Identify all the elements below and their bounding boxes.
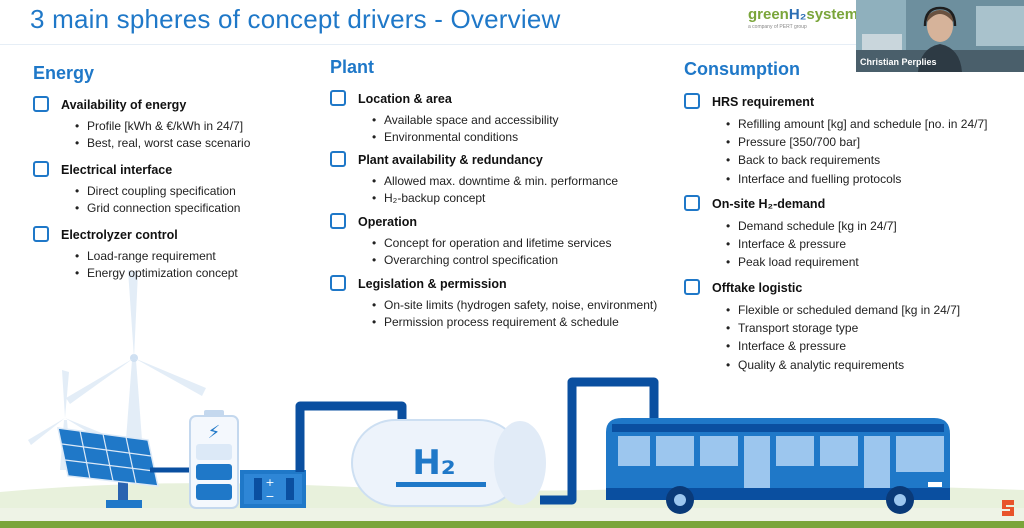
battery-bolt-icon: ⚡	[208, 422, 221, 443]
bullet-text: Concept for operation and lifetime servi…	[372, 235, 611, 252]
plant-item-bullets: On-site limits (hydrogen safety, noise, …	[372, 297, 657, 331]
slide-title: 3 main spheres of concept drivers - Over…	[30, 4, 561, 34]
plant-item-operation: Operation Concept for operation and life…	[330, 211, 670, 269]
hydrogen-pipe-2	[540, 377, 659, 505]
logo-text-green: green	[748, 6, 789, 23]
plant-item-bullets: Available space and accessibility Enviro…	[372, 112, 559, 146]
hydrogen-tank: H₂	[351, 419, 546, 507]
bullet-text: Refilling amount [kg] and schedule [no. …	[726, 115, 988, 133]
plant-item-title: Legislation & permission	[358, 277, 507, 291]
electrolyzer-minus-symbol: −	[265, 490, 274, 503]
heading-plant: Plant	[330, 57, 375, 77]
consumption-item-bullets: Flexible or scheduled demand [kg in 24/7…	[726, 301, 960, 374]
bullet-text: Load-range requirement	[75, 248, 238, 265]
bullet-text: Allowed max. downtime & min. performance	[372, 173, 618, 190]
checkbox-electrical-interface[interactable]	[33, 161, 49, 177]
bullet-text: Transport storage type	[726, 319, 960, 337]
person-silhouette	[918, 44, 962, 72]
plant-item-title: Plant availability & redundancy	[358, 153, 543, 167]
bullet-text: Interface and fuelling protocols	[726, 170, 988, 188]
checkbox-hrs-requirement[interactable]	[684, 93, 700, 109]
webcam-scene	[856, 0, 1024, 72]
logo-text-h2: H₂	[788, 6, 807, 23]
bullet-text: Interface & pressure	[726, 235, 897, 253]
bullet-text: Available space and accessibility	[372, 112, 559, 129]
bullet-text: Back to back requirements	[726, 151, 988, 169]
plant-item-title: Location & area	[358, 92, 452, 106]
checkbox-plant-availability[interactable]	[330, 151, 346, 167]
plant-item-availability-redundancy: Plant availability & redundancy Allowed …	[330, 149, 670, 207]
logo-text-system: system	[806, 6, 859, 23]
webcam-video-feed[interactable]	[856, 0, 1024, 72]
plant-item-bullets: Allowed max. downtime & min. performance…	[372, 173, 618, 207]
consumption-item-offtake: Offtake logistic Flexible or scheduled d…	[684, 277, 1014, 374]
consumption-item-title: On-site H₂-demand	[712, 197, 826, 211]
bullet-text: Permission process requirement & schedul…	[372, 314, 657, 331]
energy-item-availability: Availability of energy Profile [kWh & €/…	[33, 94, 293, 154]
energy-item-bullets: Direct coupling specification Grid conne…	[75, 183, 240, 217]
consumption-item-title: Offtake logistic	[712, 281, 803, 295]
consumption-item-bullets: Demand schedule [kg in 24/7] Interface &…	[726, 217, 897, 272]
bullet-text: Environmental conditions	[372, 129, 559, 146]
plant-item-legislation: Legislation & permission On-site limits …	[330, 273, 670, 331]
heading-energy: Energy	[33, 63, 95, 83]
consumption-item-onsite-demand: On-site H₂-demand Demand schedule [kg in…	[684, 193, 1014, 272]
energy-item-electrical-interface: Electrical interface Direct coupling spe…	[33, 159, 293, 219]
title-divider	[0, 44, 1024, 45]
electrolyzer-plus-symbol: +	[265, 476, 274, 489]
bullet-text: Quality & analytic requirements	[726, 356, 960, 374]
bullet-text: H₂-backup concept	[372, 190, 618, 207]
logo-wordmark: greenH₂system	[748, 6, 859, 23]
consumption-item-title: HRS requirement	[712, 95, 815, 109]
solar-panel	[57, 427, 159, 508]
plant-item-title: Operation	[358, 215, 418, 229]
checkbox-location-area[interactable]	[330, 90, 346, 106]
checkbox-onsite-h2-demand[interactable]	[684, 195, 700, 211]
checkbox-operation[interactable]	[330, 213, 346, 229]
headset-icon	[923, 6, 957, 27]
plant-item-location: Location & area Available space and acce…	[330, 88, 670, 146]
bullet-text: Energy optimization concept	[75, 265, 238, 282]
bullet-text: Profile [kWh & €/kWh in 24/7]	[75, 118, 250, 135]
battery: ⚡	[189, 410, 239, 509]
bullet-text: Peak load requirement	[726, 253, 897, 271]
bullet-text: Flexible or scheduled demand [kg in 24/7…	[726, 301, 960, 319]
bullet-text: Best, real, worst case scenario	[75, 135, 250, 152]
hydrogen-pipe-1	[295, 401, 407, 472]
energy-item-electrolyzer-control: Electrolyzer control Load-range requirem…	[33, 224, 293, 284]
plant-item-bullets: Concept for operation and lifetime servi…	[372, 235, 611, 269]
tank-h2-label: H₂	[412, 443, 455, 483]
heading-consumption: Consumption	[684, 59, 800, 79]
energy-item-title: Availability of energy	[61, 98, 187, 112]
logo-subline: a company of PERT group	[748, 24, 807, 30]
checkbox-electrolyzer-control[interactable]	[33, 226, 49, 242]
ground-line	[0, 508, 1024, 521]
checkbox-availability-of-energy[interactable]	[33, 96, 49, 112]
greenh2system-logo: greenH₂system a company of PERT group	[748, 6, 859, 36]
checkbox-legislation-permission[interactable]	[330, 275, 346, 291]
bullet-text: Demand schedule [kg in 24/7]	[726, 217, 897, 235]
wind-turbine-large	[66, 270, 206, 440]
energy-item-title: Electrolyzer control	[61, 228, 178, 242]
webcam-participant-name: Christian Perplies	[860, 57, 937, 67]
bullet-text: Grid connection specification	[75, 200, 240, 217]
bullet-text: On-site limits (hydrogen safety, noise, …	[372, 297, 657, 314]
footer-accent-strip	[0, 521, 1024, 528]
consumption-item-bullets: Refilling amount [kg] and schedule [no. …	[726, 115, 988, 188]
energy-item-bullets: Load-range requirement Energy optimizati…	[75, 248, 238, 282]
person-head	[927, 10, 953, 42]
checkbox-offtake-logistic[interactable]	[684, 279, 700, 295]
hydrogen-bus	[606, 418, 950, 514]
bullet-text: Direct coupling specification	[75, 183, 240, 200]
consumption-item-hrs: HRS requirement Refilling amount [kg] an…	[684, 91, 1014, 188]
electrolyzer: + −	[240, 470, 306, 508]
bullet-text: Interface & pressure	[726, 337, 960, 355]
bullet-text: Pressure [350/700 bar]	[726, 133, 988, 151]
presentation-app-logo-icon	[1002, 500, 1014, 516]
energy-item-bullets: Profile [kWh & €/kWh in 24/7] Best, real…	[75, 118, 250, 152]
energy-item-title: Electrical interface	[61, 163, 173, 177]
bullet-text: Overarching control specification	[372, 252, 611, 269]
